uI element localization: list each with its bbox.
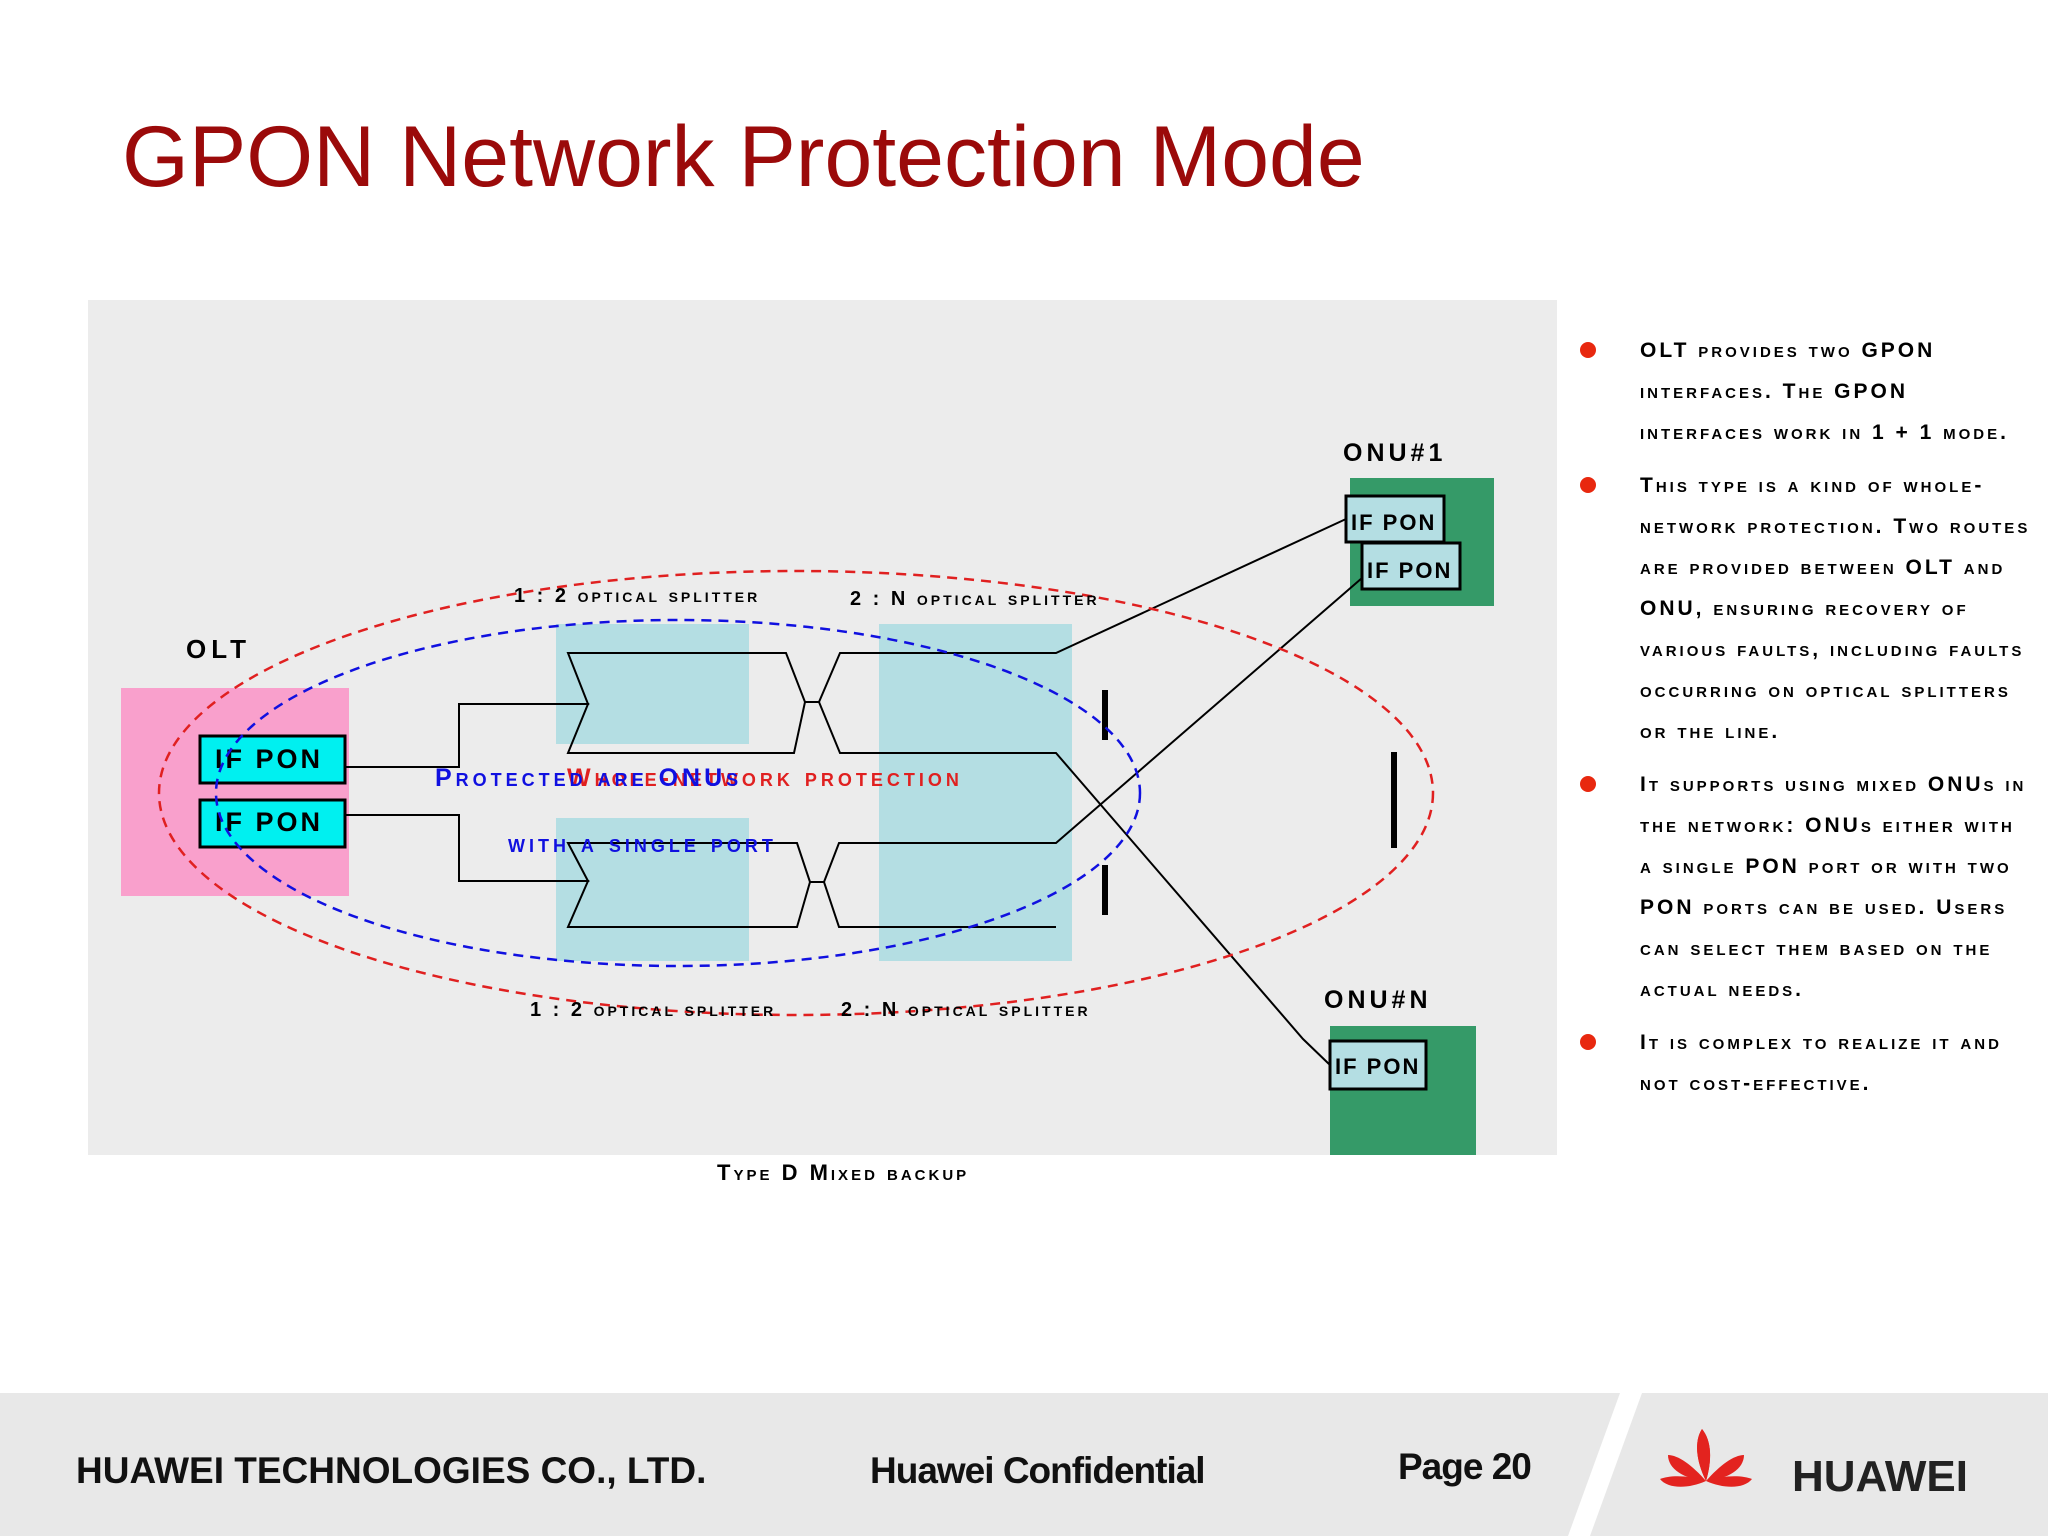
olt-label: OLT [186,634,251,664]
olt-port-1 [198,734,347,785]
fibre-lines [345,518,1363,1066]
onuN-port-1 [1328,1039,1428,1091]
onu1-port-2 [1360,541,1462,591]
diagram-caption: Type D Mixed backup [717,1160,970,1185]
olt-port-2 [198,798,347,849]
olt-port-2-label: IF PON [215,807,323,837]
bullet-list: OLT provides two GPON interfaces. The GP… [1574,330,2034,1116]
onuN-label: ONU#N [1324,986,1432,1014]
footer-confidential: Huawei Confidential [870,1450,1206,1491]
whole-network-label: Whole-network protection [567,764,963,792]
bullet-dot-icon [1580,342,1596,358]
protected-onus-label-line2: with a single port [508,830,777,858]
network-diagram: IF PON IF PON OLT IF PON IF PON ONU#1 IF… [88,300,1557,1155]
bullet-dot-icon [1580,776,1596,792]
bullet-text: It is complex to realize it and not cost… [1640,1031,2002,1095]
bullet-item: It is complex to realize it and not cost… [1574,1022,2034,1104]
bullet-text: It supports using mixed ONUs in the netw… [1640,773,2027,1001]
onuN-port-1-label: IF PON [1335,1054,1420,1079]
splitter-bottom-1-region [556,818,749,961]
protected-onus-ellipse [214,618,1142,968]
splitter-top-1-label: 1 : 2 optical splitter [514,585,760,607]
bullet-dot-icon [1580,1034,1596,1050]
bullet-item: This type is a kind of whole-network pro… [1574,465,2034,752]
huawei-petal-logo-icon [1568,1393,1752,1536]
onu1-port-2-label: IF PON [1367,558,1452,583]
bullet-item: OLT provides two GPON interfaces. The GP… [1574,330,2034,453]
bullet-dot-icon [1580,477,1596,493]
ellipsis-markers [1102,690,1397,915]
splitter-bottom-2-label: 2 : N optical splitter [841,999,1091,1021]
olt-box [121,688,349,896]
splitter-top-1-region [556,624,749,744]
footer-logo-text: HUAWEI [1792,1452,1968,1501]
diagram-canvas: IF PON IF PON OLT IF PON IF PON ONU#1 IF… [121,439,1494,1155]
splitter-top-2-label: 2 : N optical splitter [850,588,1100,610]
whole-network-ellipse [157,569,1435,1017]
onu1-label: ONU#1 [1343,439,1446,467]
slide-title: GPON Network Protection Mode [122,109,1365,205]
footer-page-number: Page 20 [1398,1446,1532,1487]
bullet-text: OLT provides two GPON interfaces. The GP… [1640,339,2009,444]
bullet-text: This type is a kind of whole-network pro… [1640,474,2031,743]
footer-company: HUAWEI TECHNOLOGIES CO., LTD. [76,1450,707,1491]
splitter-2N-region [879,624,1072,961]
protected-onus-label-line1: Protected are ONUs [435,764,742,792]
onu1-port-1-label: IF PON [1351,510,1436,535]
splitter-bottom-1-label: 1 : 2 optical splitter [530,999,776,1021]
bullet-item: It supports using mixed ONUs in the netw… [1574,764,2034,1010]
